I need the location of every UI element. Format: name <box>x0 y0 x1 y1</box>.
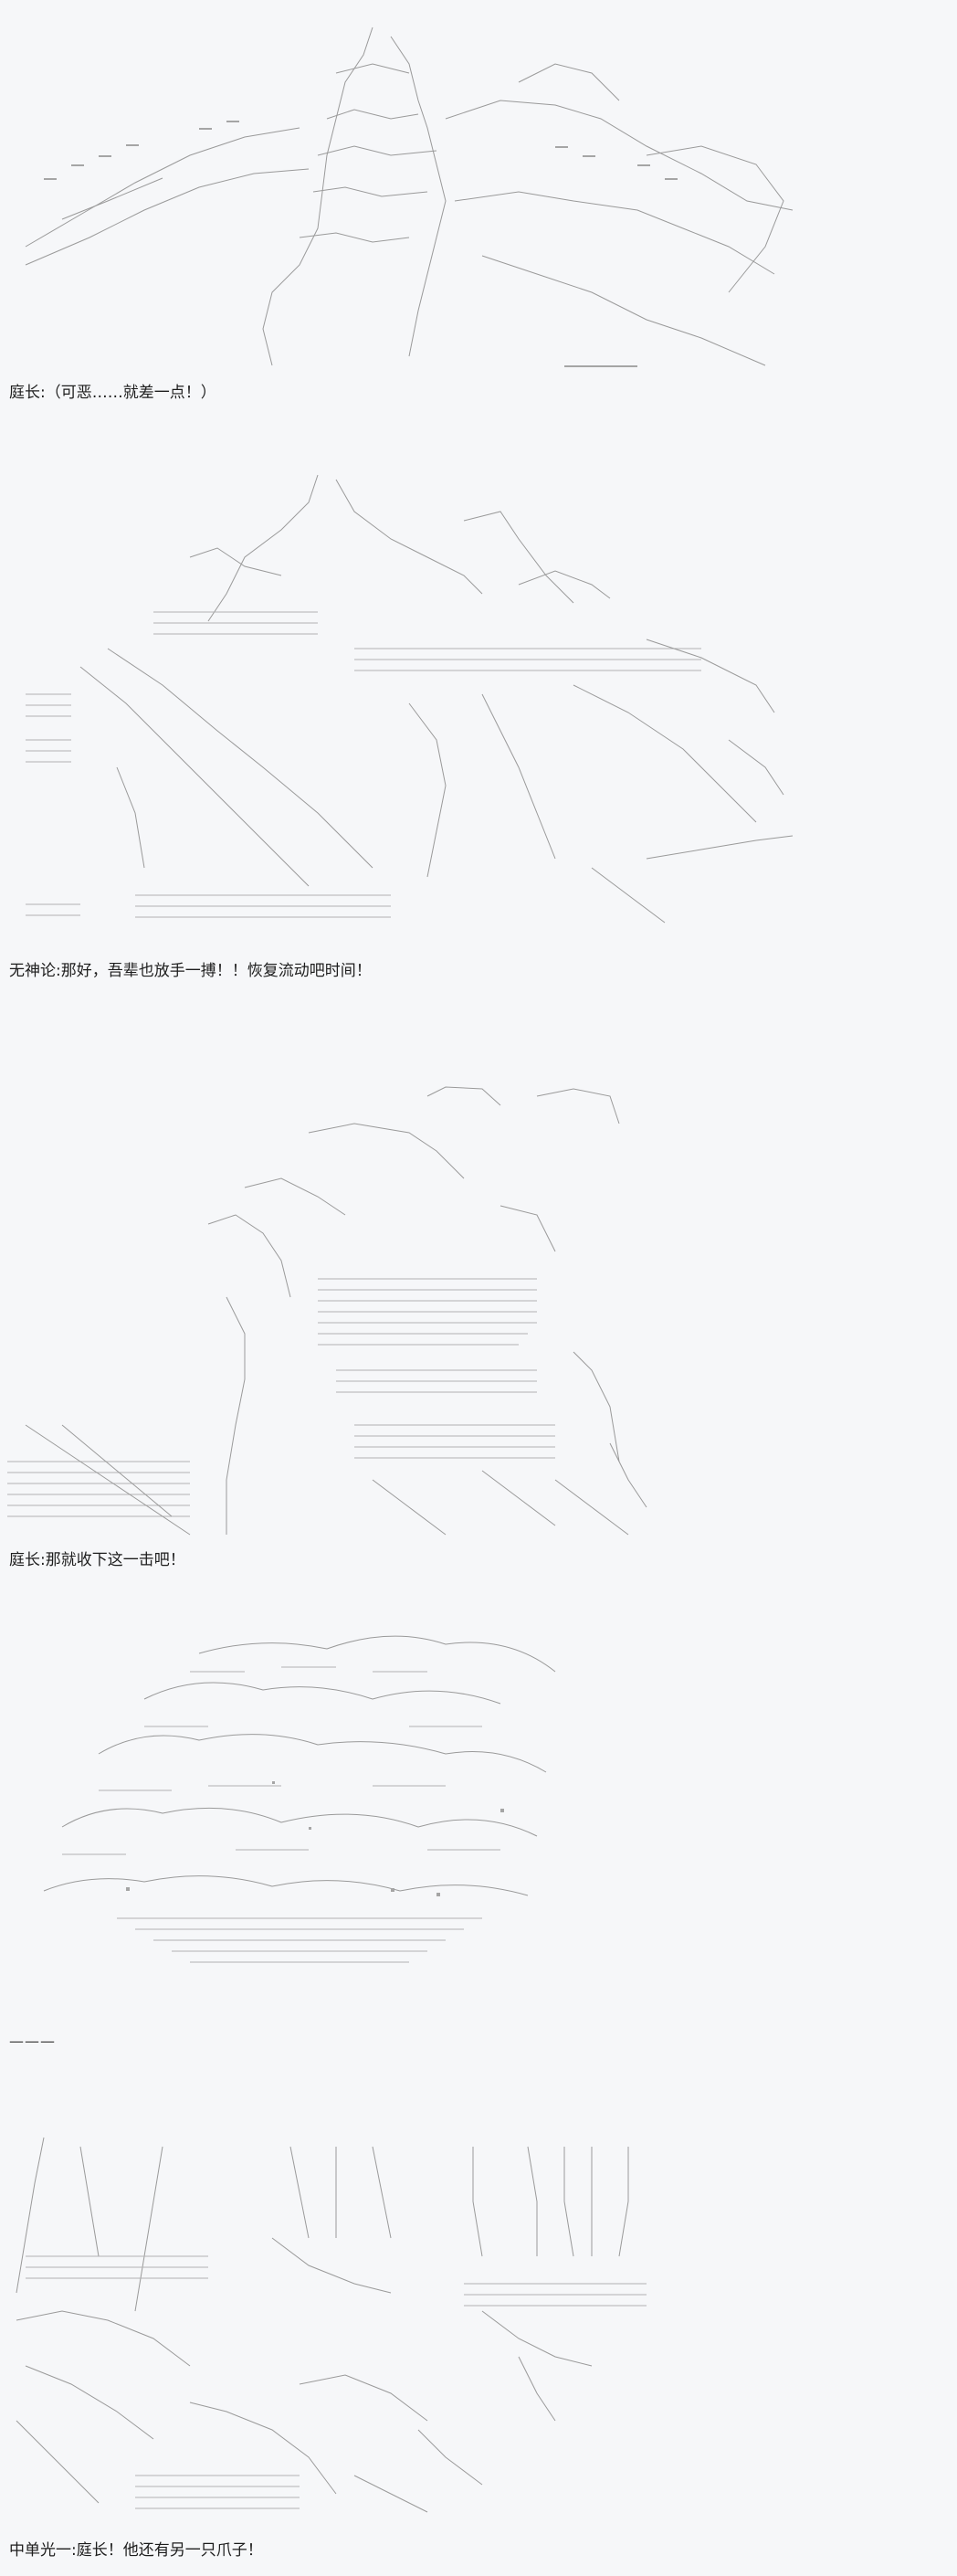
ascii-art-other-claw <box>7 2128 811 2530</box>
caption-2: 无神论:那好，吾辈也放手一搏！！恢复流动吧时间！ <box>9 962 372 980</box>
panel-2: 无神论:那好，吾辈也放手一搏！！恢复流动吧时间！ <box>7 457 811 1005</box>
ascii-art-beast-clash <box>7 18 811 384</box>
panel-1: 庭长:（可恶……就差一点！） <box>7 0 811 420</box>
panel-4: ——— <box>7 1617 811 2074</box>
caption-3: 庭长:那就收下这一击吧！ <box>9 1551 185 1569</box>
ascii-art-chief-strike <box>7 1078 811 1553</box>
panel-3: 庭长:那就收下这一击吧！ <box>7 1078 811 1589</box>
ascii-art-atheist-charge <box>7 466 811 959</box>
panel-5: 中单光一:庭长！他还有另一只爪子！ <box>7 2110 811 2576</box>
ascii-art-explosion-cloud <box>7 1617 811 2019</box>
scene-separator: ——— <box>9 2032 56 2050</box>
caption-1: 庭长:（可恶……就差一点！） <box>9 384 216 402</box>
caption-5: 中单光一:庭长！他还有另一只爪子！ <box>9 2541 263 2560</box>
